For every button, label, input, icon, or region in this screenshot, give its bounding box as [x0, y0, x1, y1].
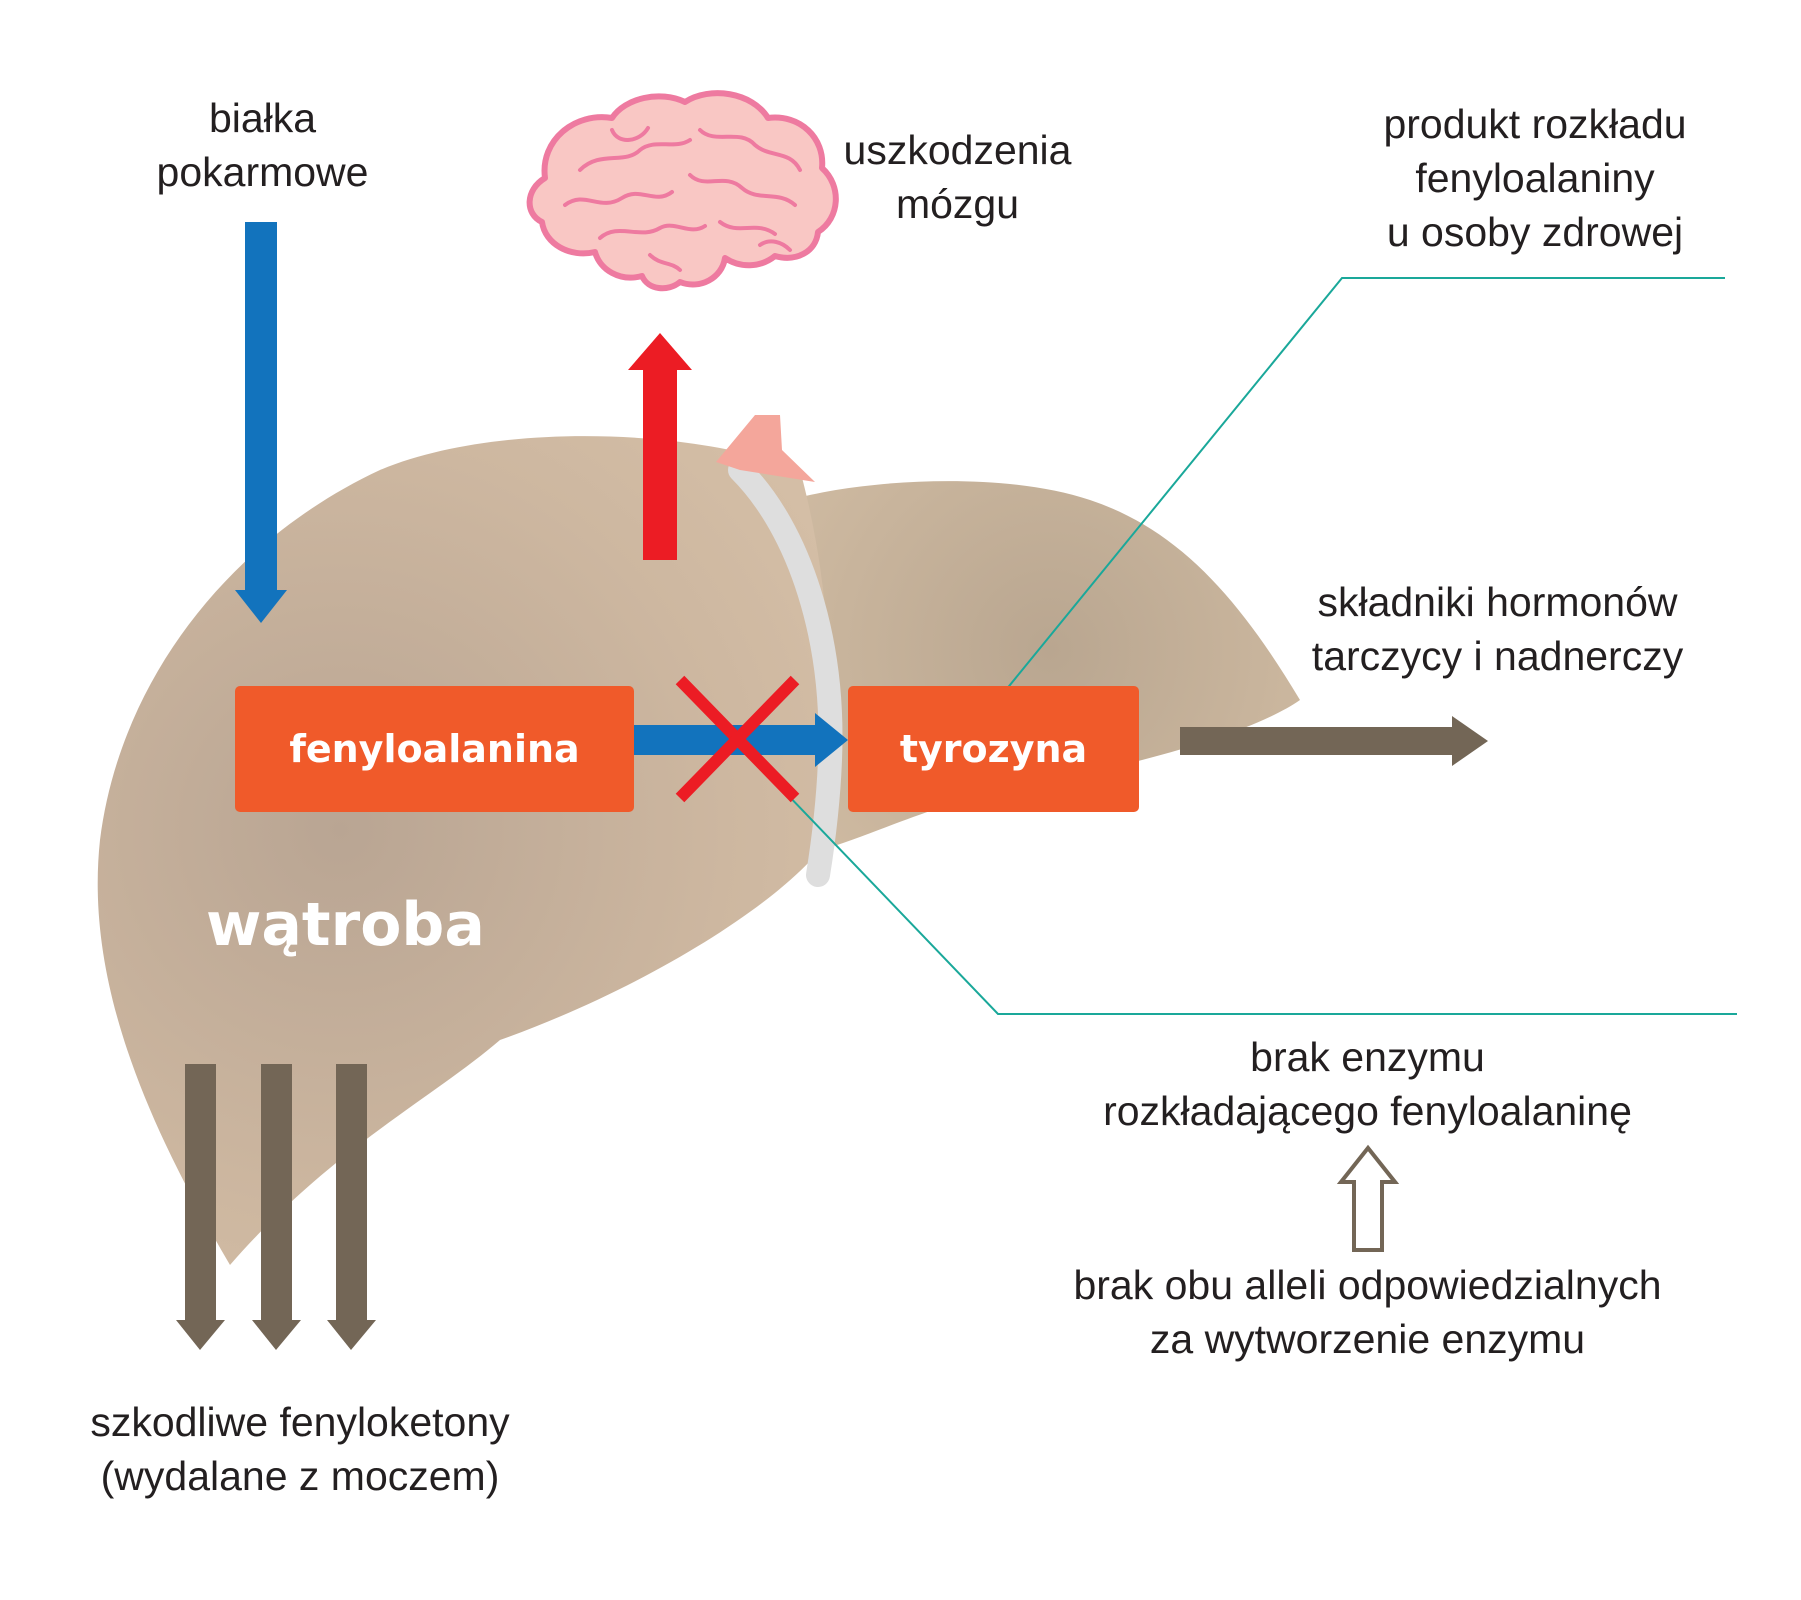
- protein-intake-arrow: [235, 222, 287, 623]
- hollow-up-arrow: [1336, 1144, 1400, 1252]
- allele-absence-label: brak obu alleli odpowiedzialnych za wytw…: [1073, 1262, 1662, 1362]
- phenylketones-label: szkodliwe fenyloketony (wydalane z mocze…: [90, 1399, 510, 1499]
- phenylketone-arrows: [176, 1064, 376, 1350]
- liver-ligament: [728, 458, 843, 887]
- liver-label: wątroba: [206, 890, 485, 960]
- dietary-proteins-label: białka pokarmowe: [156, 95, 369, 195]
- tyrosine-box: tyrozyna: [848, 686, 1139, 812]
- brain-icon: [526, 90, 839, 292]
- liver-left-lobe: [97, 436, 831, 1265]
- liver-vessel: [716, 415, 815, 482]
- brain-damage-label: uszkodzenia mózgu: [843, 127, 1072, 227]
- callout-line-tyrosine: [991, 277, 1725, 708]
- hormone-arrow: [1180, 716, 1488, 766]
- brain-damage-arrow: [628, 333, 692, 560]
- phenylalanine-box: fenyloalanina: [235, 686, 634, 812]
- enzyme-absence-label: brak enzymu rozkładającego fenyloalaninę: [1103, 1034, 1632, 1134]
- callout-line-enzyme: [736, 741, 1737, 1015]
- red-x-icon: [675, 675, 800, 803]
- hormone-components-label: składniki hormonów tarczycy i nadnerczy: [1311, 579, 1684, 679]
- healthy-product-label: produkt rozkładu fenyloalaniny u osoby z…: [1383, 101, 1687, 255]
